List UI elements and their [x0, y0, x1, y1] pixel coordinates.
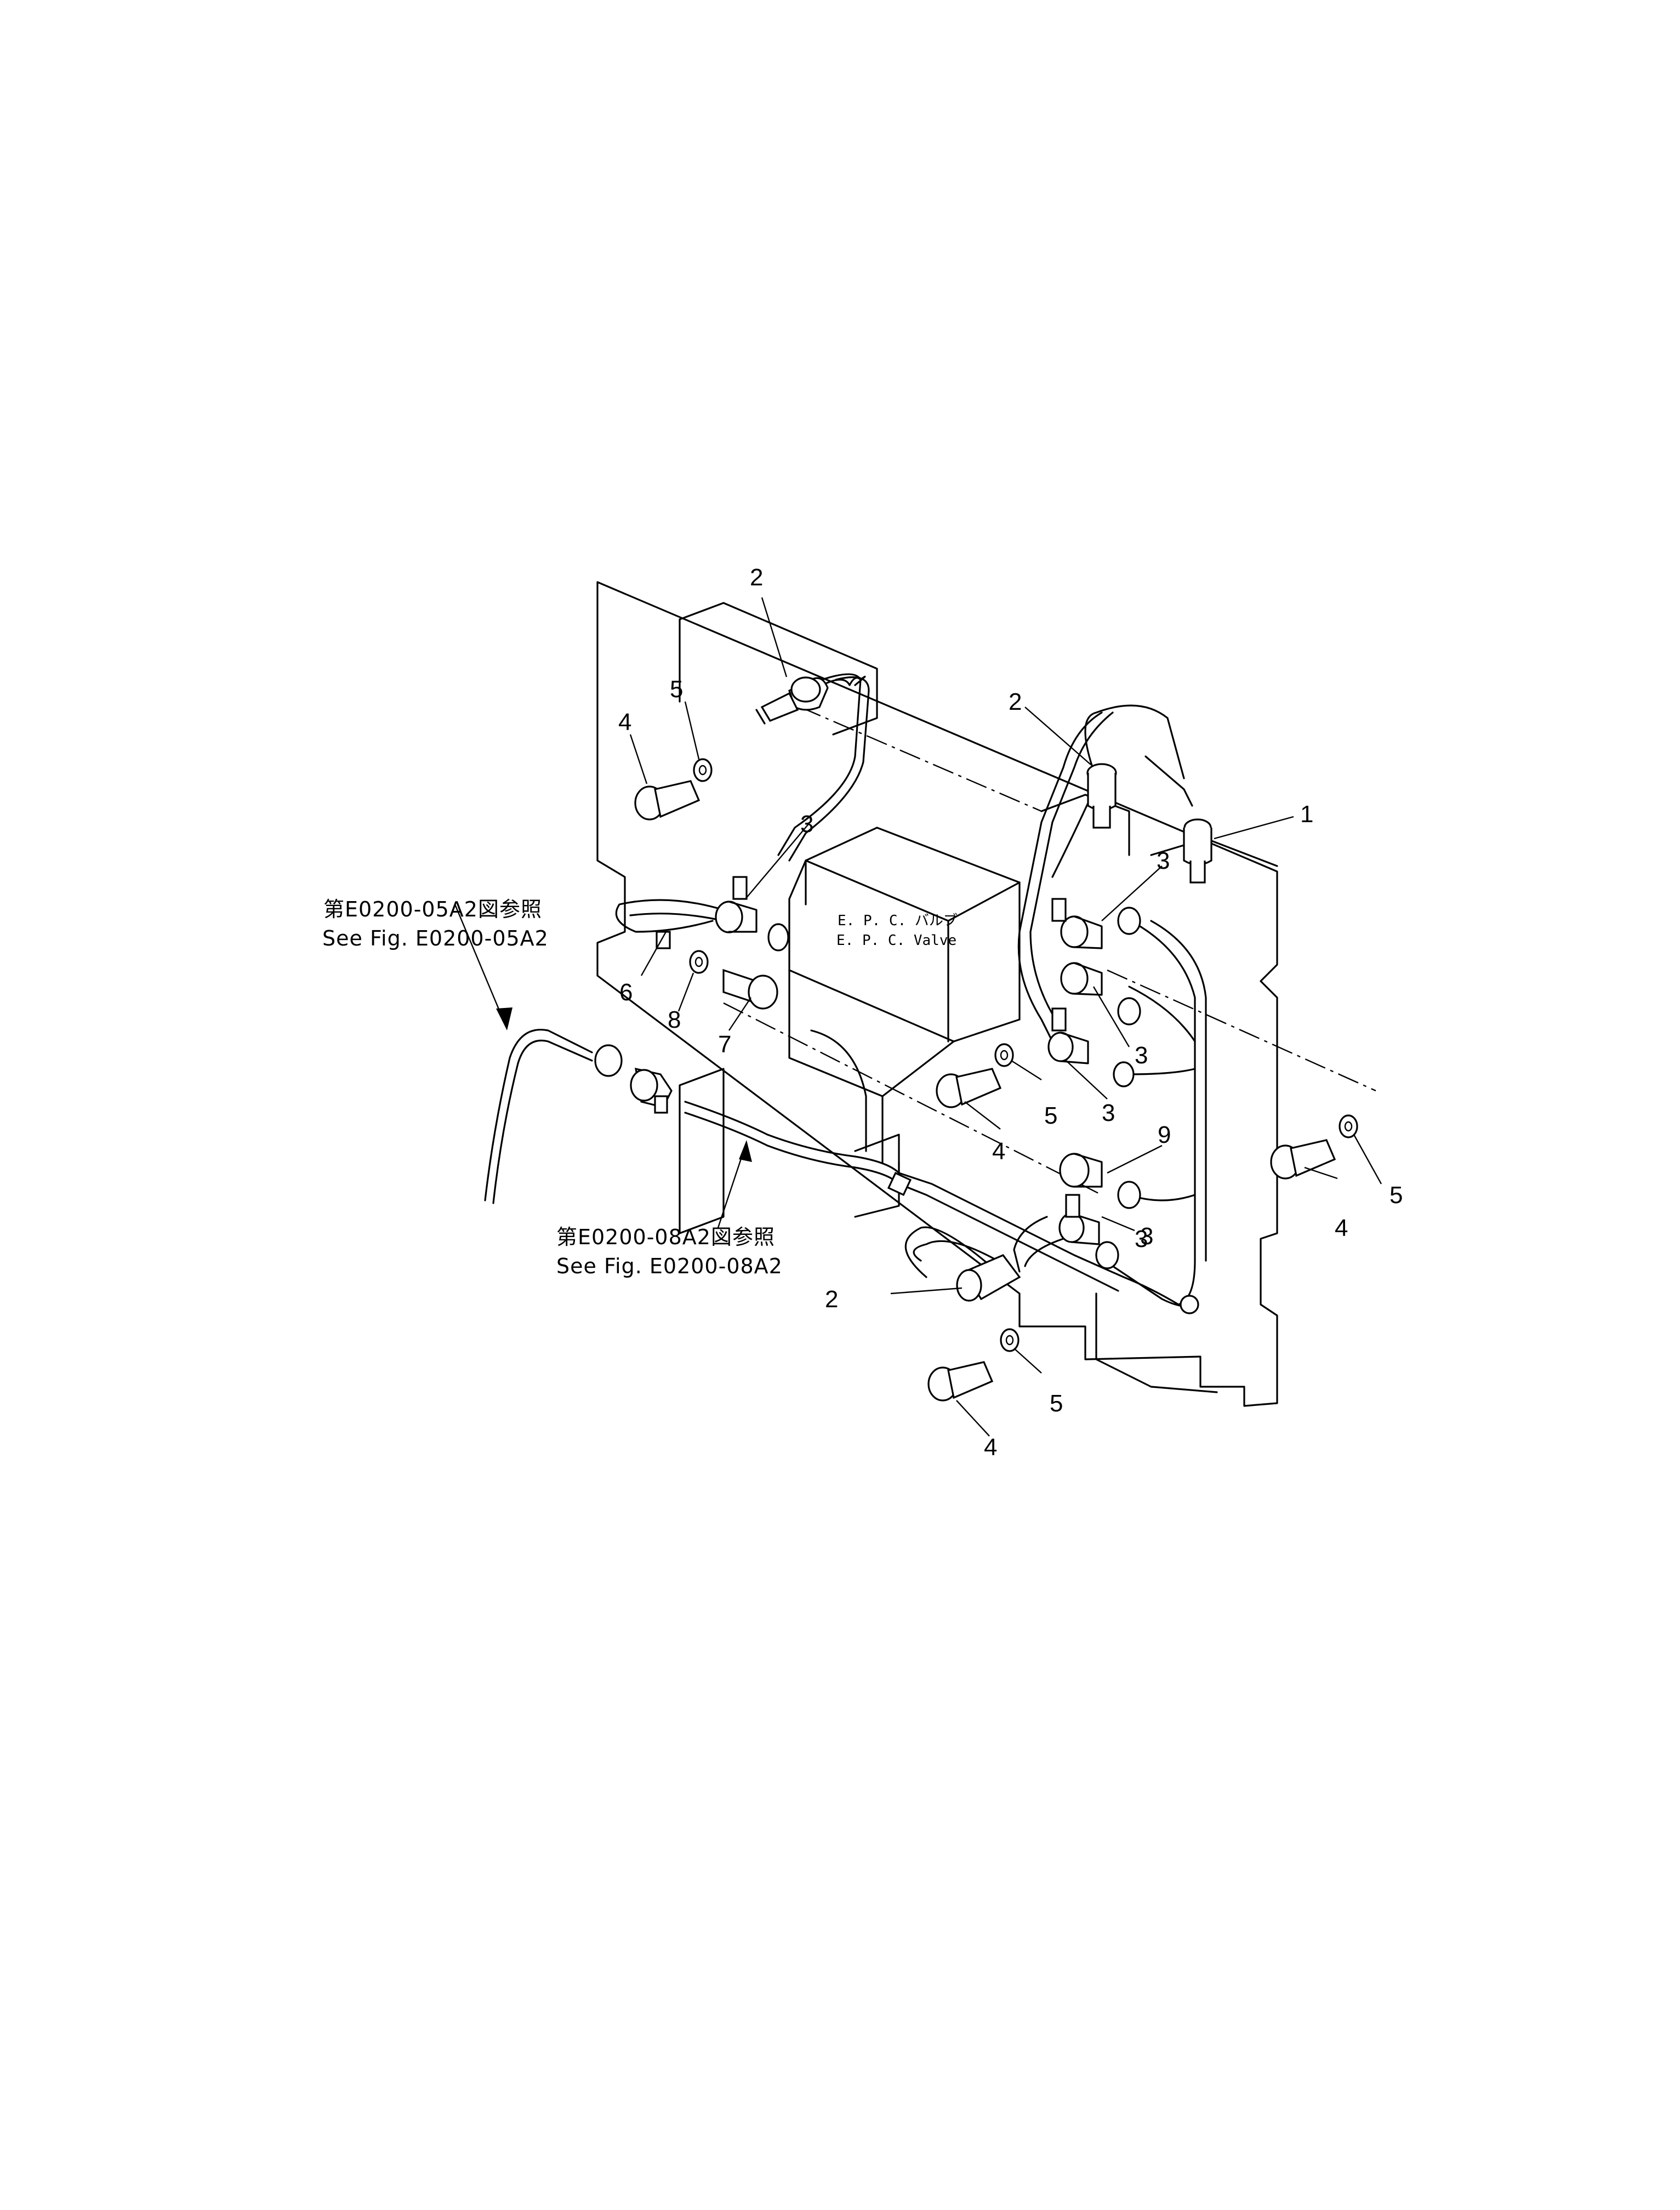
- pressure-sensor-bottom: [956, 1254, 1021, 1302]
- callout-4-mid: 4: [992, 1138, 1005, 1165]
- callout-2-right: 2: [1009, 688, 1022, 715]
- callout-5-top: 5: [670, 676, 683, 703]
- reference-05a2-jp: 第E0200-05A2図参照: [323, 897, 542, 921]
- pressure-sensor-item1: [1183, 818, 1212, 884]
- pressure-sensor-top: [755, 676, 829, 725]
- valve-label-jp: E. P. C. バルブ: [838, 913, 958, 929]
- wiring-harness: [484, 673, 1207, 1307]
- callout-4-right: 4: [1335, 1215, 1348, 1241]
- clamps: [656, 876, 1199, 1314]
- mounting-plate: [596, 581, 1278, 1407]
- callout-3-f: 3: [1135, 1226, 1148, 1252]
- callout-1: 1: [1300, 801, 1313, 828]
- washers: [689, 758, 1358, 1352]
- valve-label-en: E. P. C. Valve: [836, 932, 956, 949]
- leader-lines: [454, 597, 1382, 1437]
- callout-5-right: 5: [1389, 1182, 1403, 1209]
- callout-4-bottom: 4: [984, 1434, 997, 1461]
- plug: [722, 969, 778, 1010]
- reference-05a2-en: See Fig. E0200-05A2: [322, 926, 549, 950]
- callout-3-e: 3: [1140, 1223, 1153, 1250]
- bolt: [634, 780, 701, 821]
- callout-2-bottom: 2: [825, 1286, 838, 1313]
- center-lines: [723, 706, 1376, 1196]
- callout-8: 8: [668, 1006, 681, 1033]
- callout-4-top: 4: [618, 709, 631, 736]
- bolt: [927, 1361, 994, 1402]
- reference-08a2-jp: 第E0200-08A2図参照: [556, 1225, 775, 1249]
- callout-2-top: 2: [750, 564, 763, 591]
- elbow-fittings: [715, 901, 1141, 1269]
- epc-valve: E. P. C. バルブ E. P. C. Valve: [788, 827, 1021, 1163]
- harness-connector: [594, 1044, 673, 1114]
- pressure-sensor-right: [1086, 763, 1117, 829]
- callout-5-mid: 5: [1044, 1102, 1057, 1129]
- callout-9: 9: [1158, 1121, 1171, 1148]
- callout-7: 7: [718, 1031, 731, 1058]
- callout-6: 6: [619, 979, 633, 1006]
- callout-3-b: 3: [800, 811, 813, 838]
- callout-5-bottom: 5: [1050, 1390, 1063, 1417]
- bolt: [936, 1068, 1002, 1108]
- callout-3-c: 3: [1135, 1042, 1148, 1069]
- callout-3-d: 3: [1102, 1100, 1115, 1126]
- reference-notes: 第E0200-05A2図参照 See Fig. E0200-05A2 第E020…: [322, 897, 783, 1278]
- callouts: 2 5 4 2 1 3 3 6 8 7 3 3 3 4 5 9 3 2 4 5 …: [618, 564, 1403, 1461]
- reference-08a2-en: See Fig. E0200-08A2: [556, 1254, 783, 1278]
- bolt: [1270, 1139, 1336, 1180]
- callout-3-a: 3: [1157, 847, 1170, 874]
